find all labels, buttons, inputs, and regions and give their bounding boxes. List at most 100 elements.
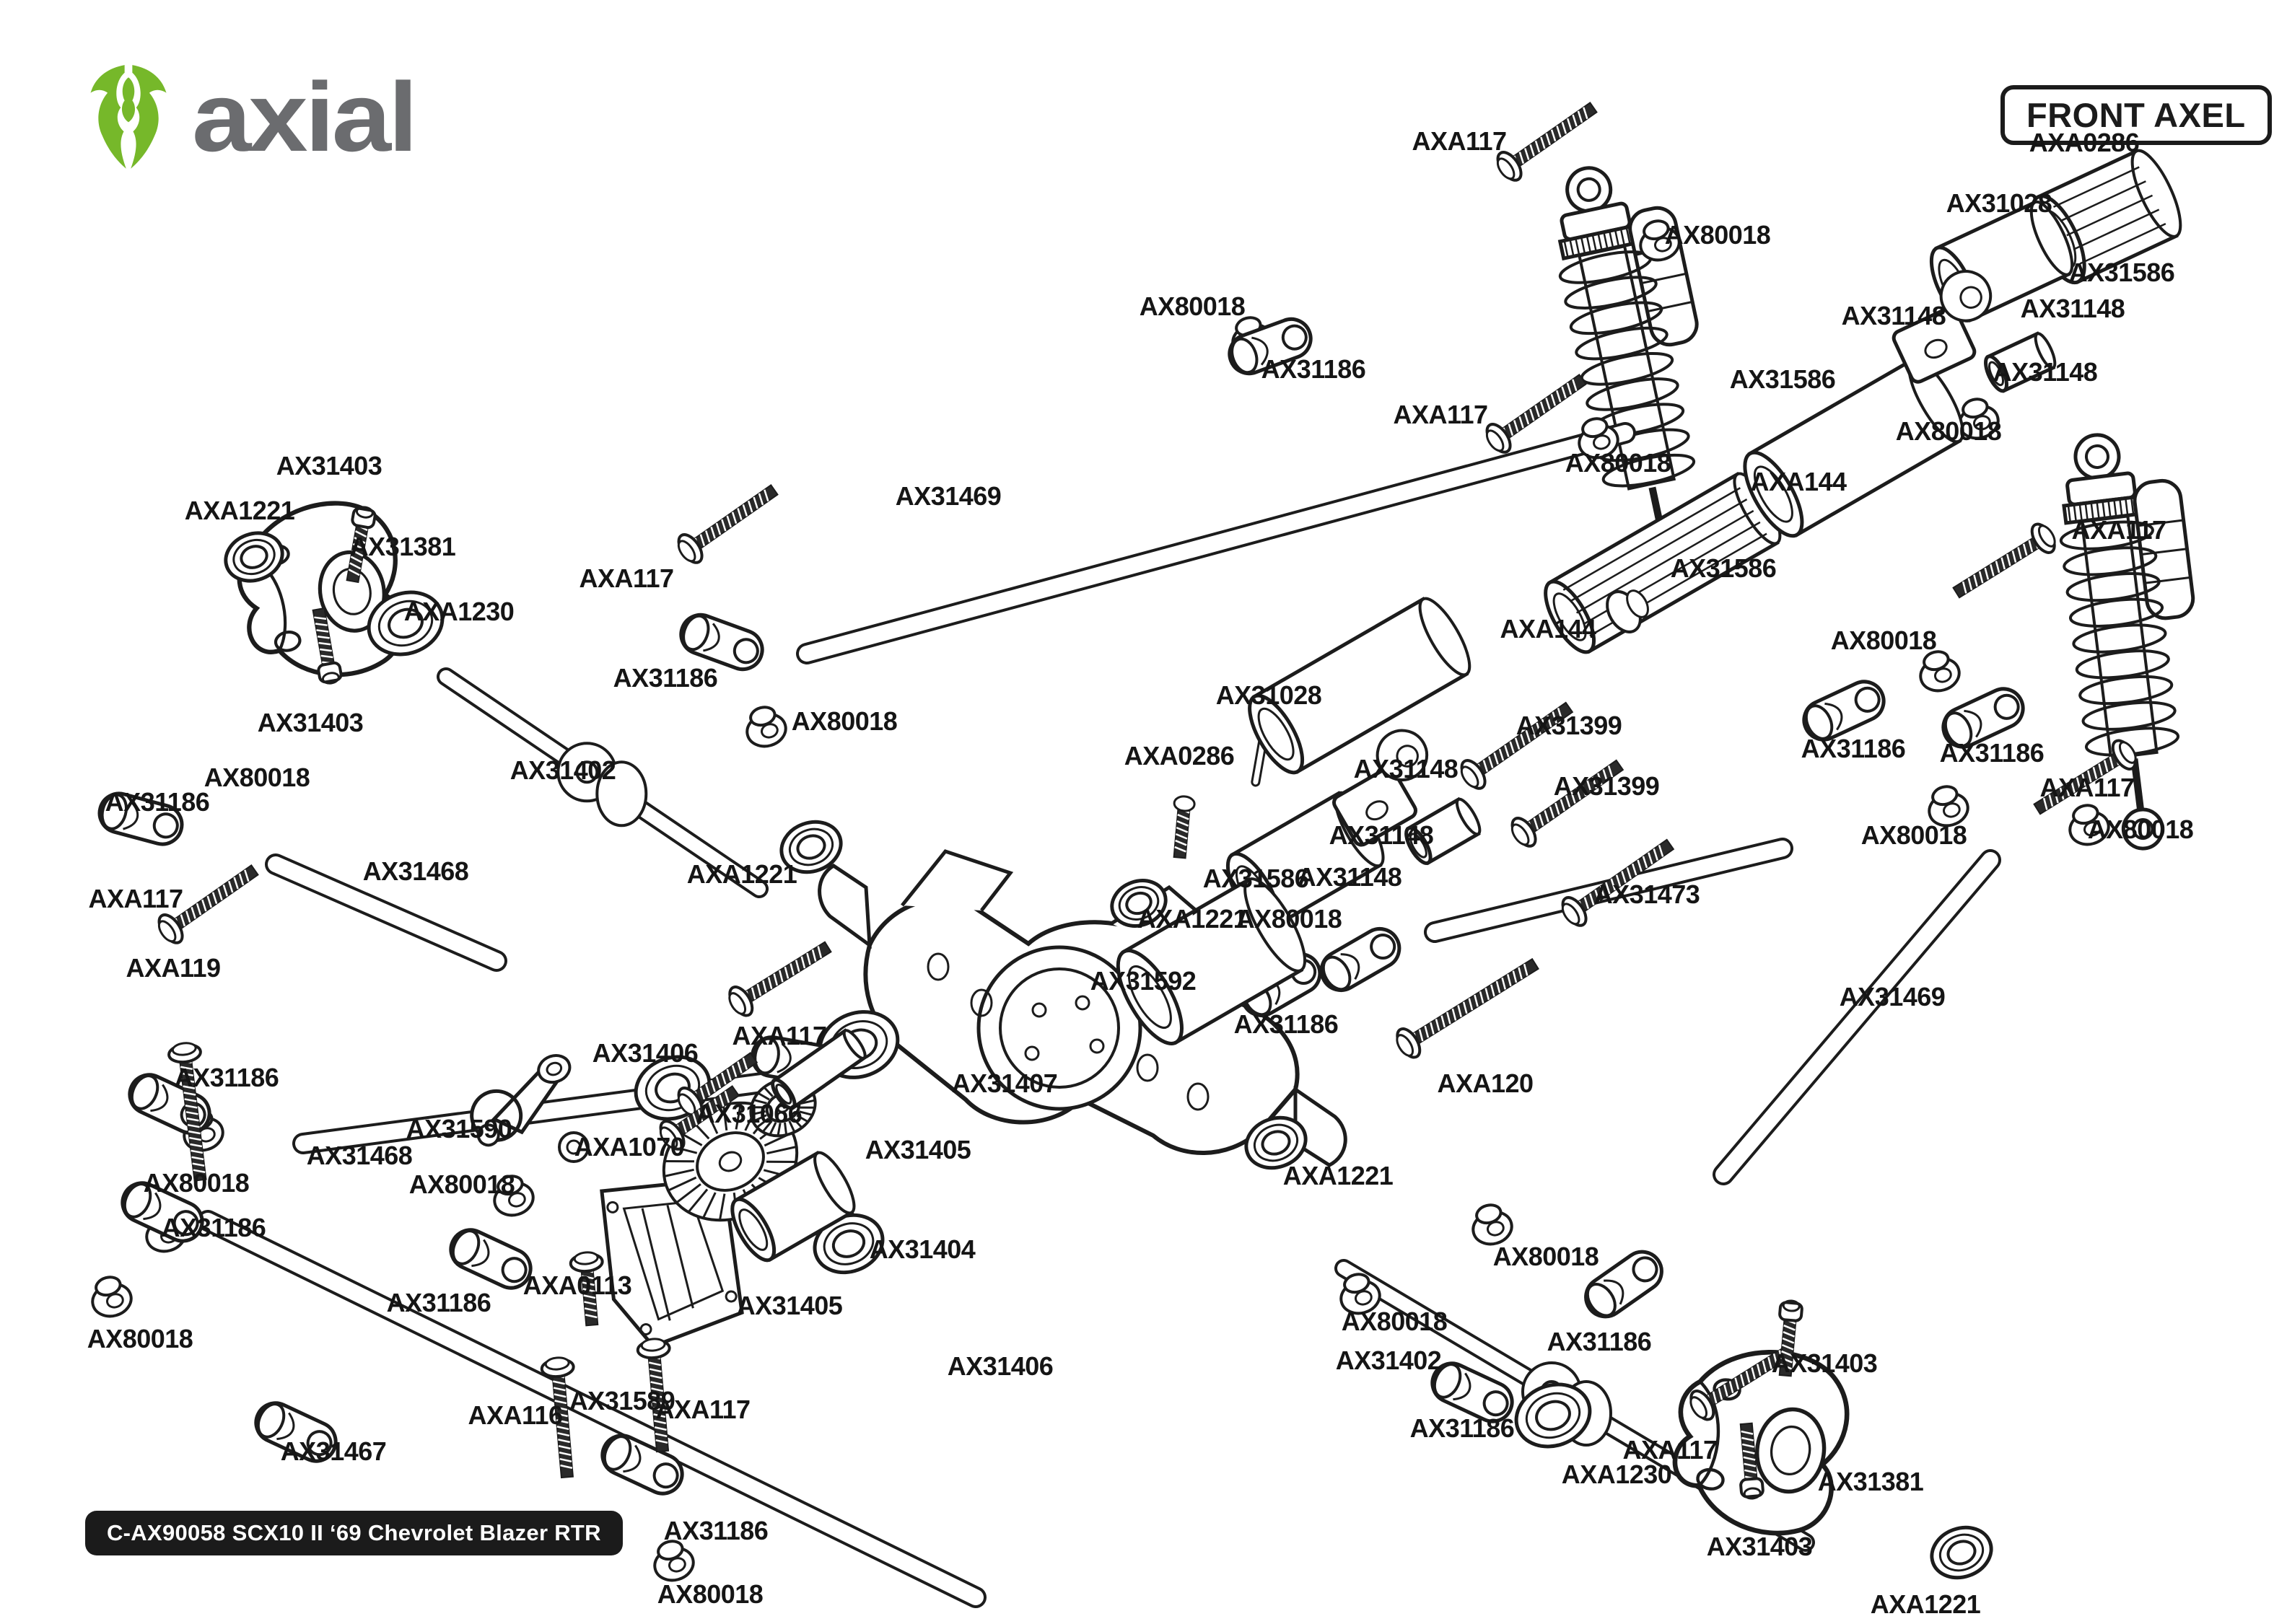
part-callout: AXA0286: [2029, 128, 2140, 157]
part-callout: AX31186: [1939, 738, 2045, 768]
part-callout: AX31028: [1946, 188, 2052, 218]
part-callout: AX31381: [1817, 1467, 1924, 1496]
rod-end-drawing: [1802, 680, 1886, 742]
pivot-ball-drawing: [1471, 1203, 1513, 1246]
part-callout: AX80018: [1492, 1242, 1599, 1271]
part-callout: AX80018: [1895, 416, 2002, 446]
rod-end-drawing: [1430, 1361, 1514, 1423]
rod-end-drawing: [1228, 317, 1313, 376]
part-callout: AX31186: [613, 663, 718, 693]
part-callout: AX80018: [1830, 626, 1937, 655]
screw-drawing: [1778, 1299, 1803, 1377]
screw-drawing: [636, 1338, 671, 1453]
coupler-cylinder-drawing: [1984, 331, 2057, 393]
pivot-ball-drawing: [1928, 785, 1969, 828]
part-callout: AXA117: [2071, 515, 2166, 545]
bearing-drawing: [1514, 1382, 1592, 1449]
joint-cube-drawing: [1892, 270, 1993, 384]
part-callout: AX31148: [1329, 820, 1434, 850]
part-callout: AX80018: [143, 1168, 250, 1198]
screw-drawing: [728, 941, 832, 1017]
part-callout: AXA0113: [522, 1270, 632, 1300]
diff-cover-drawing: [600, 1178, 744, 1348]
screw-drawing: [677, 484, 779, 564]
part-callout: AXA117: [88, 884, 183, 913]
part-callout: AXA1070: [574, 1132, 685, 1162]
bearing-drawing: [1244, 1115, 1308, 1170]
screw-drawing: [167, 1042, 207, 1182]
part-callout: AXA117: [2039, 773, 2135, 802]
cone-washer-drawing: [1606, 589, 1649, 633]
part-callout: AX31028: [1215, 680, 1322, 710]
part-callout: AX31066: [696, 1099, 803, 1128]
diagram-title: FRONT AXEL: [2000, 85, 2272, 145]
axial-logo-icon: [90, 65, 167, 169]
part-callout: AX31407: [951, 1068, 1058, 1098]
screw-drawing: [569, 1251, 604, 1327]
link-rod-drawing: [197, 1210, 987, 1608]
pivot-ball-drawing: [2068, 804, 2110, 846]
part-callout: AXA117: [579, 563, 674, 593]
screw-drawing: [1510, 759, 1624, 848]
part-callout: AX31186: [663, 1516, 769, 1545]
part-callout: AX31406: [947, 1351, 1054, 1381]
universal-joint-drawing: [556, 742, 648, 828]
rod-end-drawing: [1941, 687, 2025, 749]
part-callout: AX31589: [569, 1386, 675, 1415]
part-callout: AX31186: [1547, 1327, 1652, 1356]
screw-drawing: [157, 864, 259, 944]
part-callout: AX31186: [105, 787, 210, 817]
screw-drawing: [346, 506, 377, 584]
part-callout: AX31403: [276, 451, 382, 480]
coupler-cylinder-drawing: [1404, 796, 1482, 866]
part-callout: AX80018: [1341, 1307, 1448, 1336]
coupler-cylinder-drawing: [730, 1150, 856, 1263]
part-callout: AX80018: [1236, 904, 1342, 934]
part-callout: AX80018: [1139, 291, 1246, 321]
rod-end-drawing: [97, 791, 184, 846]
axial-logo-wordmark: axial: [192, 62, 418, 172]
coupler-cylinder-drawing: [1116, 877, 1307, 1045]
part-callout: AXA1221: [184, 496, 295, 525]
part-callout: AX31186: [386, 1288, 491, 1317]
rod-end-drawing: [449, 1228, 533, 1290]
part-callout: AX31592: [1090, 966, 1197, 996]
part-callout: AX31469: [895, 481, 1002, 511]
screw-drawing: [1485, 374, 1587, 454]
screw-drawing: [1396, 957, 1539, 1059]
part-callout: AX31148: [1297, 862, 1402, 892]
part-callout: AX80018: [408, 1169, 515, 1199]
part-callout: AXA144: [1750, 467, 1847, 496]
coupler-cylinder-drawing: [1248, 597, 1471, 775]
part-callout: AX31148: [1353, 754, 1459, 784]
part-callout: AX31405: [865, 1135, 971, 1164]
part-callout: AX80018: [1664, 220, 1771, 250]
pivot-ball-drawing: [493, 1175, 535, 1217]
bearing-drawing: [1110, 879, 1168, 928]
joint-cube-drawing: [1332, 729, 1429, 847]
part-callout: AX31404: [869, 1234, 976, 1264]
part-callout: AX31402: [510, 755, 616, 785]
part-callout: AX31469: [1839, 982, 1946, 1011]
link-rod-drawing: [265, 853, 507, 972]
part-callout: AX31406: [592, 1038, 699, 1068]
part-callout: AXA117: [1622, 1435, 1718, 1465]
part-callout: AX31468: [306, 1141, 413, 1170]
part-callout: AX31186: [1233, 1009, 1339, 1039]
part-callout: AX80018: [2087, 815, 2194, 844]
screw-drawing: [540, 1356, 575, 1479]
pivot-ball-drawing: [745, 706, 787, 748]
part-callout: AX31381: [349, 532, 456, 561]
part-callout: AX31403: [1706, 1532, 1813, 1561]
bearing-drawing: [367, 590, 445, 657]
part-callout: AXA1221: [1282, 1161, 1394, 1190]
screw-drawing: [312, 607, 343, 685]
rod-end-drawing: [600, 1434, 684, 1496]
bearing-drawing: [224, 531, 284, 583]
rod-end-drawing: [121, 1181, 204, 1243]
part-callout: AX31402: [1335, 1346, 1442, 1375]
screw-drawing: [1739, 1422, 1764, 1500]
link-rod-drawing: [1713, 849, 2001, 1185]
part-callout: AXA1221: [1137, 904, 1248, 934]
